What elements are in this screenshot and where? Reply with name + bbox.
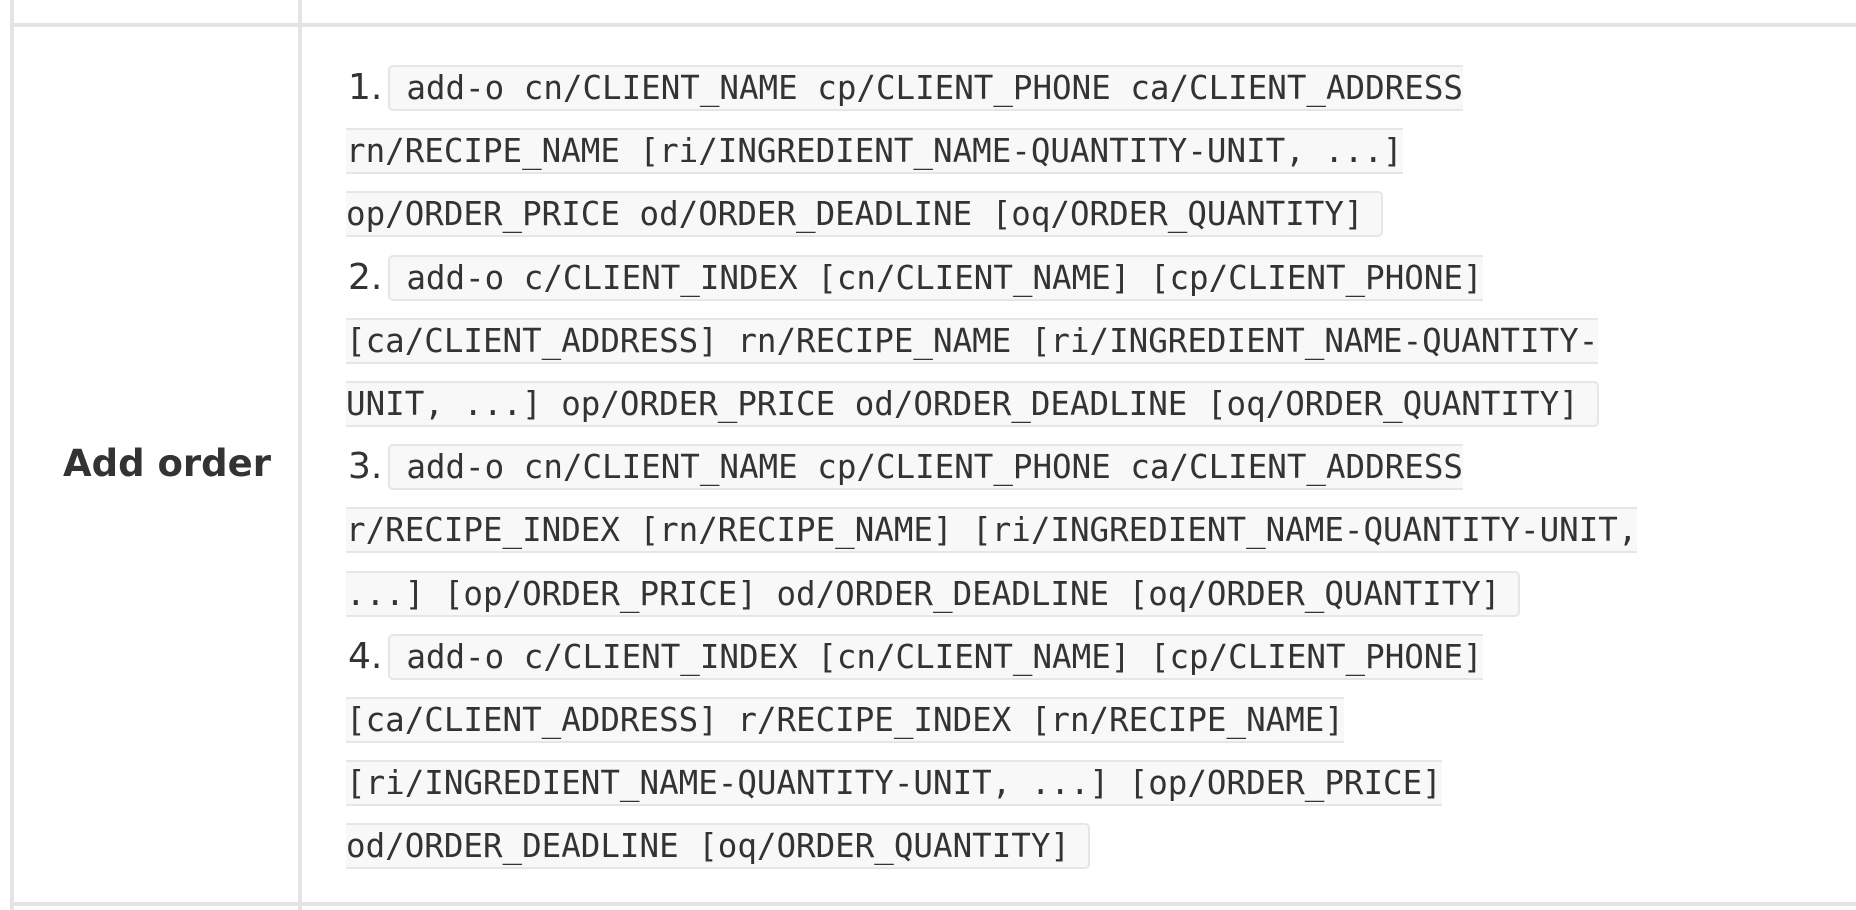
list-number: 4.: [348, 635, 383, 677]
code-snippet: [ca/CLIENT_ADDRESS] r/RECIPE_INDEX [rn/R…: [346, 696, 1344, 743]
command-name-cell: Add order: [24, 27, 310, 900]
list-number: 2.: [348, 256, 383, 298]
list-item: 2.add-o c/CLIENT_INDEX [cn/CLIENT_NAME] …: [348, 246, 1838, 309]
code-snippet: r/RECIPE_INDEX [rn/RECIPE_NAME] [ri/INGR…: [346, 507, 1638, 554]
list-item-continuation: op/ORDER_PRICE od/ORDER_DEADLINE [oq/ORD…: [346, 182, 1838, 245]
table-row-divider-bottom: [10, 902, 1856, 906]
code-snippet: [ri/INGREDIENT_NAME-QUANTITY-UNIT, ...] …: [346, 760, 1442, 807]
table-border-left: [10, 0, 14, 910]
table-column-divider: [298, 0, 302, 910]
list-item-continuation: UNIT, ...] op/ORDER_PRICE od/ORDER_DEADL…: [346, 372, 1838, 435]
command-format-cell: 1.add-o cn/CLIENT_NAME cp/CLIENT_PHONE c…: [346, 56, 1838, 877]
list-item-continuation: [ri/INGREDIENT_NAME-QUANTITY-UNIT, ...] …: [346, 751, 1838, 814]
list-item-continuation: r/RECIPE_INDEX [rn/RECIPE_NAME] [ri/INGR…: [346, 498, 1838, 561]
list-item-continuation: [ca/CLIENT_ADDRESS] rn/RECIPE_NAME [ri/I…: [346, 309, 1838, 372]
code-snippet: op/ORDER_PRICE od/ORDER_DEADLINE [oq/ORD…: [346, 191, 1384, 238]
list-item-continuation: ...] [op/ORDER_PRICE] od/ORDER_DEADLINE …: [346, 562, 1838, 625]
code-snippet: add-o cn/CLIENT_NAME cp/CLIENT_PHONE ca/…: [388, 65, 1463, 111]
list-number: 3.: [348, 446, 383, 488]
code-snippet: od/ORDER_DEADLINE [oq/ORDER_QUANTITY]: [346, 823, 1090, 870]
list-number: 1.: [348, 67, 383, 108]
command-table: Add order 1.add-o cn/CLIENT_NAME cp/CLIE…: [10, 0, 1856, 910]
list-item-continuation: [ca/CLIENT_ADDRESS] r/RECIPE_INDEX [rn/R…: [346, 688, 1838, 751]
code-snippet: ...] [op/ORDER_PRICE] od/ORDER_DEADLINE …: [346, 570, 1521, 617]
code-snippet: add-o c/CLIENT_INDEX [cn/CLIENT_NAME] [c…: [388, 633, 1483, 680]
list-item: 3.add-o cn/CLIENT_NAME cp/CLIENT_PHONE c…: [348, 435, 1838, 498]
table-row-divider-top: [10, 23, 1856, 27]
code-snippet: add-o c/CLIENT_INDEX [cn/CLIENT_NAME] [c…: [388, 254, 1483, 301]
code-snippet: rn/RECIPE_NAME [ri/INGREDIENT_NAME-QUANT…: [346, 128, 1403, 175]
list-item: 4.add-o c/CLIENT_INDEX [cn/CLIENT_NAME] …: [348, 625, 1838, 688]
code-snippet: add-o cn/CLIENT_NAME cp/CLIENT_PHONE ca/…: [388, 444, 1463, 491]
list-item-continuation: od/ORDER_DEADLINE [oq/ORDER_QUANTITY]: [346, 814, 1838, 877]
list-item: 1.add-o cn/CLIENT_NAME cp/CLIENT_PHONE c…: [348, 56, 1838, 119]
list-item-continuation: rn/RECIPE_NAME [ri/INGREDIENT_NAME-QUANT…: [346, 119, 1838, 182]
command-name: Add order: [63, 442, 271, 485]
code-snippet: [ca/CLIENT_ADDRESS] rn/RECIPE_NAME [ri/I…: [346, 317, 1599, 364]
code-snippet: UNIT, ...] op/ORDER_PRICE od/ORDER_DEADL…: [346, 380, 1599, 427]
